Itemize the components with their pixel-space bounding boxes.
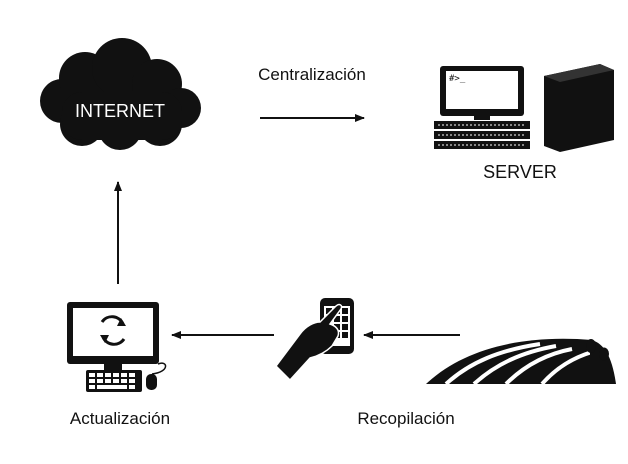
rack-units <box>434 121 530 149</box>
internet-label: INTERNET <box>75 101 165 121</box>
edge-centralization: Centralización <box>258 65 366 122</box>
hand-shape <box>275 303 343 382</box>
hand-phone-icon <box>275 298 354 382</box>
server-icon: #>_ <box>434 11 614 152</box>
server-label: SERVER <box>483 162 557 182</box>
update-node: Actualización <box>67 302 170 428</box>
server-node: #>_ SERVER <box>434 11 614 182</box>
internet-node: INTERNET <box>40 38 201 150</box>
trees <box>586 339 609 370</box>
field-landscape-icon <box>426 338 616 386</box>
collect-label: Recopilación <box>357 409 454 428</box>
desktop-sync-icon <box>67 302 167 392</box>
terminal-prompt: #>_ <box>449 74 466 84</box>
update-label: Actualización <box>70 409 170 428</box>
cloud-icon <box>40 38 201 150</box>
server-tower <box>544 11 614 152</box>
collect-node: Recopilación <box>275 298 455 428</box>
centralization-label: Centralización <box>258 65 366 84</box>
mouse <box>146 374 157 390</box>
